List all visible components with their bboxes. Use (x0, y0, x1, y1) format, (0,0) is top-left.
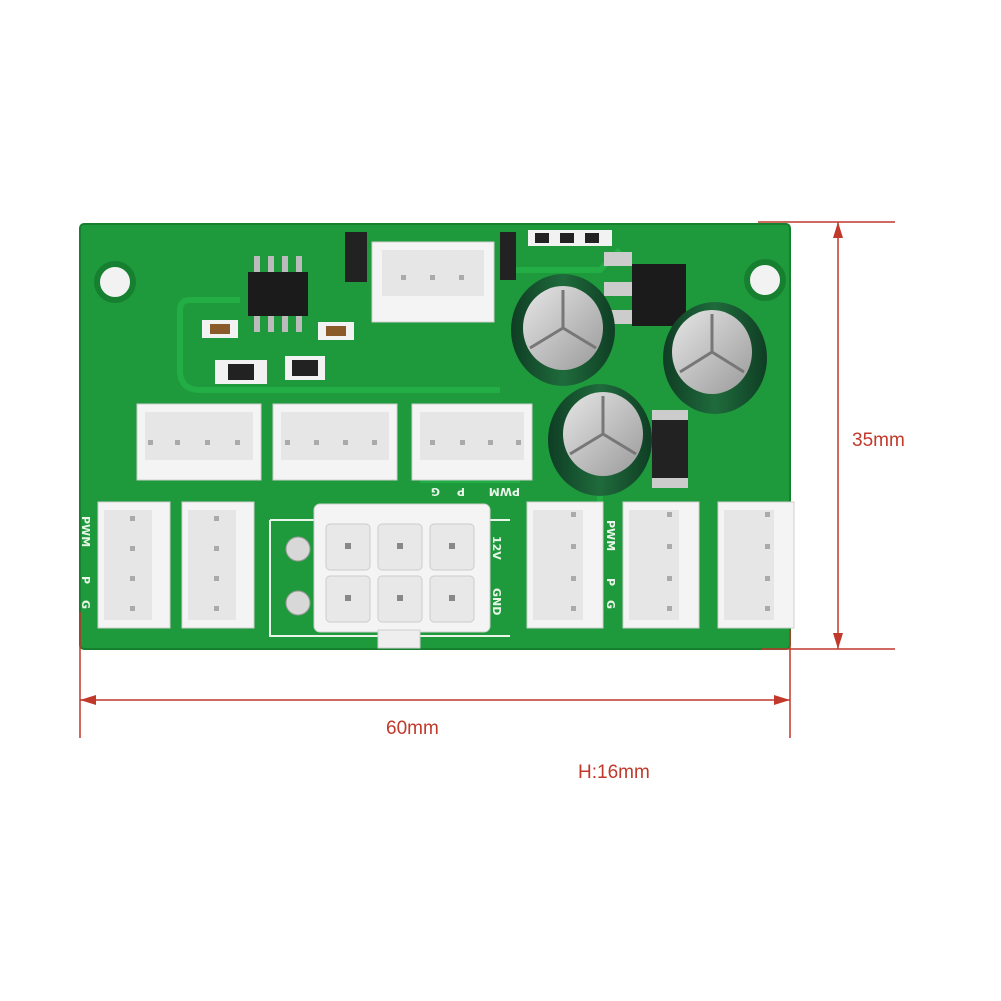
dimension-lines (79, 221, 895, 738)
silk-top-pwm: PWM (489, 485, 520, 498)
fan-header-v5 (717, 501, 795, 629)
silk-right-pwm: PWM (604, 520, 617, 551)
width-dimension-label: 60mm (386, 718, 439, 739)
fan-header-v3 (526, 501, 604, 629)
mounting-hole-left (94, 261, 136, 303)
fan-header-h1 (136, 403, 262, 481)
smd-components (202, 230, 612, 384)
silk-right-g: G (604, 600, 617, 609)
fan-header-h2 (272, 403, 398, 481)
silk-top-g: G (431, 485, 440, 498)
capacitor-3 (548, 384, 652, 496)
thickness-dimension-label: H:16mm (578, 762, 650, 783)
height-dimension-label: 35mm (852, 430, 905, 451)
fan-header-v2 (181, 501, 255, 629)
fan-header-v1 (97, 501, 171, 629)
voltage-regulator (604, 252, 686, 326)
silk-top-p: P (457, 485, 465, 498)
silk-right-p: P (604, 578, 617, 586)
silkscreen: PWM P G PWM P G 12V GND PWM P G (79, 485, 617, 615)
mounting-hole-right (744, 259, 786, 301)
fan-header-h3 (411, 403, 533, 481)
silk-left-p: P (79, 576, 92, 584)
silk-left-g: G (79, 600, 92, 609)
diode (652, 410, 688, 488)
silk-left-pwm: PWM (79, 516, 92, 547)
fan-header-v4 (622, 501, 700, 629)
connector-3pin-top (371, 241, 495, 323)
silk-12v: 12V (490, 536, 503, 560)
silk-gnd: GND (490, 588, 503, 615)
ic-chip (248, 256, 308, 332)
power-connector-6pin (285, 503, 491, 649)
capacitor-1 (511, 274, 615, 386)
capacitor-2 (663, 302, 767, 414)
